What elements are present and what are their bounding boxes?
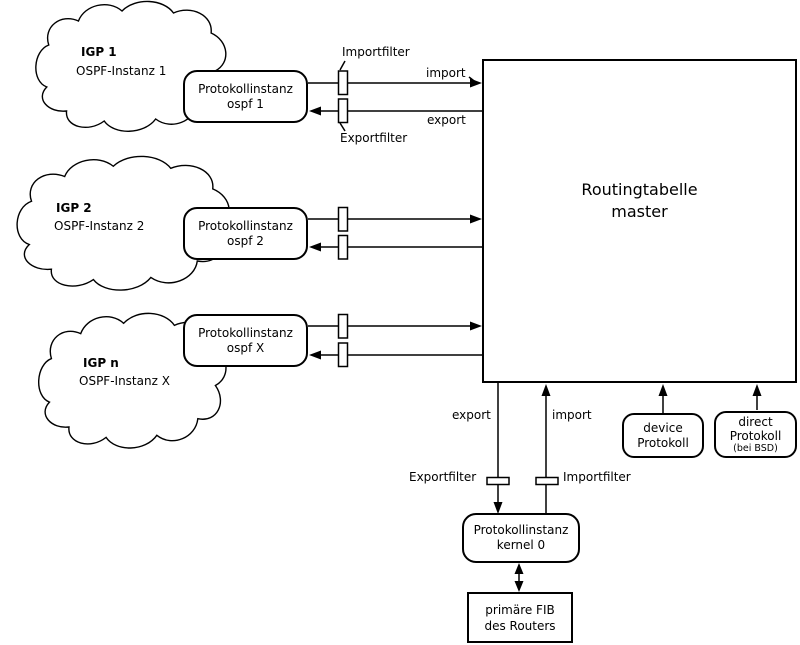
protocol-box-ospf-2-line1: Protokollinstanz <box>198 218 293 233</box>
protocol-box-ospf-2: Protokollinstanz ospf 2 <box>183 207 308 260</box>
device-protocol-line1: device <box>643 420 683 435</box>
routing-table-title-line1: Routingtabelle <box>581 180 698 199</box>
exportfilter-top-label: Exportfilter <box>340 131 408 145</box>
cloud-3-subtitle: OSPF-Instanz X <box>79 374 170 388</box>
protocol-box-ospf-1-line1: Protokollinstanz <box>198 81 293 96</box>
exportfilter-bottom-label: Exportfilter <box>409 470 477 484</box>
protocol-box-ospf-2-line2: ospf 2 <box>227 233 264 248</box>
routing-table-title: Routingtabelle master <box>484 179 795 223</box>
import-bottom-label: import <box>552 408 592 422</box>
exportfilter-tick <box>339 122 346 132</box>
export-arrow-2 <box>309 242 321 252</box>
cloud-1-title: IGP 1 <box>81 45 117 59</box>
export-filter-rect-bottom <box>486 476 510 486</box>
importfilter-top-label: Importfilter <box>342 45 410 59</box>
kernel-protocol-box: Protokollinstanz kernel 0 <box>462 513 580 563</box>
export-arrow-1 <box>309 106 321 116</box>
kernel-protocol-line1: Protokollinstanz <box>473 523 569 537</box>
import-filter-rect-2 <box>337 206 349 232</box>
direct-protocol-box: direct Protokoll (bei BSD) <box>714 411 797 458</box>
cloud-2-subtitle: OSPF-Instanz 2 <box>54 219 145 233</box>
kernel-fib-arrow-down <box>514 581 524 592</box>
import-arrow-2 <box>470 214 482 224</box>
import-filter-rect-bottom <box>535 476 559 486</box>
cloud-2-title: IGP 2 <box>56 201 92 215</box>
importfilter-bottom-label: Importfilter <box>563 470 631 484</box>
protocol-box-ospf-1-line2: ospf 1 <box>227 96 264 111</box>
fib-line1: primäre FIB <box>485 602 555 617</box>
import-top-label: import <box>426 66 466 80</box>
cloud-3-title: IGP n <box>83 356 119 370</box>
fib-line2: des Routers <box>484 618 556 633</box>
device-protocol-line2: Protokoll <box>637 435 689 450</box>
cloud-igp-n <box>39 313 226 448</box>
cloud-1-subtitle: OSPF-Instanz 1 <box>76 64 167 78</box>
import-arrow-1 <box>470 78 482 88</box>
import-filter-rect-1 <box>337 70 349 96</box>
kernel-fib-arrow-up <box>514 563 524 574</box>
device-arrow <box>658 384 668 396</box>
import-arrow-3 <box>470 321 482 331</box>
fib-box: primäre FIB des Routers <box>467 592 573 643</box>
export-filter-rect-1 <box>337 98 349 124</box>
protocol-box-ospf-1: Protokollinstanz ospf 1 <box>183 70 308 123</box>
kernel-protocol-line2: kernel 0 <box>496 538 546 552</box>
import-bottom-arrow <box>541 384 551 396</box>
export-arrow-3 <box>309 350 321 360</box>
routing-table-box: Routingtabelle master <box>482 59 797 383</box>
direct-protocol-line2: Protokoll <box>729 429 782 443</box>
protocol-box-ospf-x-line2: ospf X <box>226 340 265 355</box>
import-filter-rect-3 <box>337 313 349 339</box>
importfilter-tick <box>339 60 346 71</box>
export-top-label: export <box>427 113 466 127</box>
routing-table-title-line2: master <box>611 202 668 221</box>
export-filter-rect-3 <box>337 342 349 368</box>
direct-arrow <box>752 384 762 396</box>
export-bottom-label: export <box>452 408 491 422</box>
export-bottom-arrow <box>493 502 503 514</box>
direct-protocol-note: (bei BSD) <box>733 443 778 454</box>
protocol-box-ospf-x: Protokollinstanz ospf X <box>183 314 308 367</box>
device-protocol-box: device Protokoll <box>622 413 704 458</box>
direct-protocol-line1: direct <box>738 415 773 429</box>
protocol-box-ospf-x-line1: Protokollinstanz <box>198 325 293 340</box>
export-filter-rect-2 <box>337 234 349 260</box>
